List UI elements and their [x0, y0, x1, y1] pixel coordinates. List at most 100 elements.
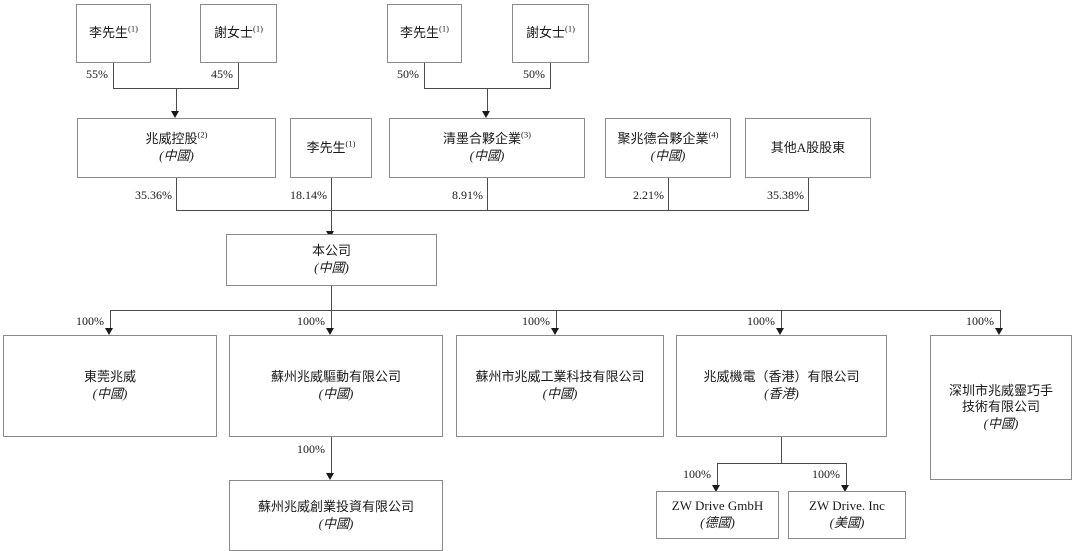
- node-location: (中國): [469, 148, 505, 163]
- node-li-right: 李先生(1): [387, 4, 462, 63]
- node-label: 李先生(1): [89, 23, 138, 41]
- node-label: ZW Drive. Inc: [809, 498, 885, 514]
- connector-other-a-down: [808, 178, 809, 210]
- connector-hk-down: [781, 437, 782, 463]
- arrow-to-dongguan: [105, 328, 113, 335]
- node-label: 蘇州市兆威工業科技有限公司: [475, 369, 645, 385]
- node-location: (中國): [318, 386, 354, 401]
- connector-drop-hk: [781, 310, 782, 330]
- connector-xie-right-down: [550, 63, 551, 88]
- node-label: 清墨合夥企業(3): [443, 130, 531, 147]
- pct-company-to-shenzhen: 100%: [966, 314, 994, 328]
- connector-drop-suzhou-drive: [331, 310, 332, 330]
- node-zw-inc: ZW Drive. Inc (美國): [788, 491, 906, 539]
- pct-company-to-hk: 100%: [747, 314, 775, 328]
- connector-company-feed: [331, 210, 332, 233]
- connector-company-down: [331, 286, 332, 310]
- arrow-to-shenzhen: [995, 328, 1003, 335]
- node-zhaowei-holding: 兆威控股(2) (中國): [77, 118, 276, 178]
- node-dongguan: 東莞兆威 (中國): [3, 335, 217, 437]
- connector-shareholder-bus: [176, 210, 809, 211]
- arrow-to-qingmo: [482, 111, 490, 118]
- pct-other-a-to-company: 35.38%: [767, 188, 804, 202]
- pct-company-to-suzhou-industrial: 100%: [522, 314, 550, 328]
- connector-hk-bus: [717, 463, 846, 464]
- node-company: 本公司 (中國): [226, 234, 437, 286]
- node-hk-electro: 兆威機電（香港）有限公司 (香港): [676, 335, 887, 437]
- connector-drop-gmbh: [717, 463, 718, 487]
- node-label: 本公司: [311, 243, 351, 259]
- node-label: ZW Drive GmbH: [671, 498, 764, 514]
- pct-holding-to-company: 35.36%: [135, 188, 172, 202]
- connector-drop-suzhou-industrial: [556, 310, 557, 330]
- pct-company-to-dongguan: 100%: [76, 314, 104, 328]
- pct-li-direct-to-company: 18.14%: [290, 188, 327, 202]
- arrow-to-hk-electro: [776, 328, 784, 335]
- pct-juzhaode-to-company: 2.21%: [633, 188, 664, 202]
- node-xie-right: 謝女士(1): [512, 4, 589, 63]
- node-location: (德國): [700, 515, 735, 530]
- node-location: (中國): [983, 415, 1019, 431]
- pct-drive-to-venture: 100%: [297, 442, 325, 456]
- node-location: (美國): [829, 515, 865, 530]
- node-zw-gmbh: ZW Drive GmbH (德國): [656, 491, 779, 539]
- arrow-to-zw-gmbh: [712, 485, 720, 492]
- connector-qingmo-down: [487, 178, 488, 210]
- pct-li-left: 55%: [86, 67, 108, 81]
- node-other-a-shareholders: 其他A股股東: [745, 118, 871, 178]
- node-label: 聚兆德合夥企業(4): [617, 130, 719, 147]
- pct-company-to-suzhou-drive: 100%: [297, 314, 325, 328]
- connector-right-bus-drop: [487, 88, 488, 113]
- connector-holding-down: [176, 178, 177, 210]
- connector-drop-shenzhen: [1000, 310, 1001, 330]
- node-juzhaode: 聚兆德合夥企業(4) (中國): [605, 118, 731, 178]
- node-label: 其他A股股東: [770, 139, 846, 155]
- pct-hk-to-gmbh: 100%: [683, 467, 711, 481]
- connector-drop-dongguan: [110, 310, 111, 330]
- connector-left-bus-drop: [176, 88, 177, 113]
- connector-li-right-down: [424, 63, 425, 88]
- pct-li-right: 50%: [397, 67, 419, 81]
- node-qingmo: 清墨合夥企業(3) (中國): [389, 118, 585, 178]
- node-location: (中國): [314, 260, 349, 275]
- node-location: (香港): [764, 386, 799, 401]
- node-location: (中國): [542, 386, 578, 401]
- connector-drop-inc: [846, 463, 847, 487]
- node-location: (中國): [92, 386, 128, 401]
- pct-qingmo-to-company: 8.91%: [452, 188, 483, 202]
- node-suzhou-drive: 蘇州兆威驅動有限公司 (中國): [229, 335, 443, 437]
- node-location: (中國): [318, 515, 354, 531]
- pct-xie-right: 50%: [523, 67, 545, 81]
- arrow-to-suzhou-industrial: [551, 328, 559, 335]
- node-label-line2: 技術有限公司: [961, 399, 1040, 415]
- node-suzhou-industrial: 蘇州市兆威工業科技有限公司 (中國): [456, 335, 664, 437]
- node-li-direct: 李先生(1): [290, 118, 372, 178]
- arrow-to-zhaowei-holding: [171, 111, 179, 118]
- node-label: 蘇州兆威驅動有限公司: [270, 369, 401, 385]
- node-xie-left: 謝女士(1): [200, 4, 277, 63]
- node-li-left: 李先生(1): [76, 4, 151, 63]
- pct-xie-left: 45%: [211, 67, 233, 81]
- arrow-to-suzhou-drive: [326, 328, 334, 335]
- arrow-to-suzhou-venture: [326, 473, 334, 480]
- node-label: 深圳市兆威靈巧手: [948, 382, 1053, 398]
- node-label: 兆威機電（香港）有限公司: [703, 369, 860, 385]
- node-label: 謝女士(1): [526, 23, 575, 41]
- connector-xie-left-down: [238, 63, 239, 88]
- node-label: 東莞兆威: [83, 369, 136, 385]
- node-label: 李先生(1): [400, 23, 449, 41]
- connector-suzhou-drive-down: [331, 437, 332, 475]
- node-location: (中國): [650, 148, 686, 163]
- node-label: 謝女士(1): [214, 23, 263, 41]
- node-shenzhen-dexterous: 深圳市兆威靈巧手 技術有限公司 (中國): [930, 335, 1072, 480]
- connector-li-left-down: [113, 63, 114, 88]
- connector-subsidiary-bus: [110, 310, 1000, 311]
- node-location: (中國): [159, 148, 194, 163]
- pct-hk-to-inc: 100%: [812, 467, 840, 481]
- connector-juzhaode-down: [668, 178, 669, 210]
- arrow-to-zw-inc: [841, 485, 849, 492]
- connector-li-direct-down: [331, 178, 332, 210]
- node-label: 蘇州兆威創業投資有限公司: [257, 498, 414, 514]
- node-label: 兆威控股(2): [145, 130, 208, 147]
